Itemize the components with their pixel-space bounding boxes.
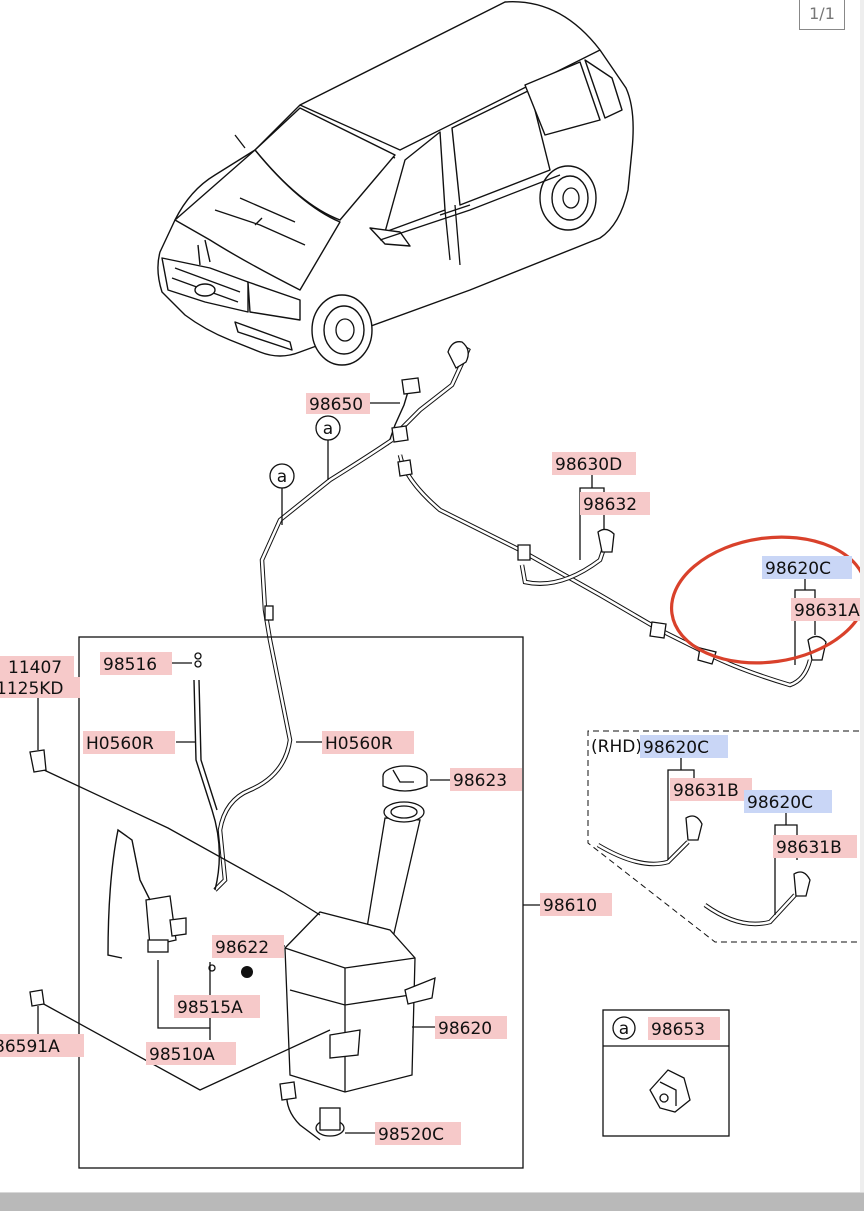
callout-a-1[interactable]: a [315, 415, 341, 441]
part-label-98610[interactable]: 98610 [540, 893, 612, 916]
reservoir-assembly [29, 652, 436, 1141]
svg-text:98620C: 98620C [643, 738, 709, 758]
rhd-label: (RHD) [591, 737, 642, 757]
svg-text:98631B: 98631B [673, 781, 739, 801]
part-label-h0560R-left[interactable]: H0560R [83, 731, 175, 754]
part-label-98631B-rhd-1[interactable]: 98631B [670, 778, 752, 801]
svg-text:98515A: 98515A [177, 998, 243, 1018]
page-indicator-text: 1/1 [809, 4, 835, 23]
part-label-98631B-rhd-2[interactable]: 98631B [773, 835, 857, 858]
part-label-98510A[interactable]: 98510A [146, 1042, 236, 1065]
svg-text:98650: 98650 [309, 395, 363, 415]
part-label-11407[interactable]: 11407 1125KD [0, 656, 80, 699]
part-label-98632[interactable]: 98632 [580, 492, 650, 515]
svg-text:1125KD: 1125KD [0, 679, 64, 699]
svg-text:98620C: 98620C [765, 559, 831, 579]
highlight-circle [669, 535, 864, 665]
page-indicator: 1/1 [799, 0, 845, 30]
part-label-98650[interactable]: 98650 [306, 393, 370, 415]
svg-text:98620C: 98620C [747, 793, 813, 813]
svg-text:98516: 98516 [103, 655, 157, 675]
detail-a-box [602, 1009, 730, 1137]
svg-text:98622: 98622 [215, 938, 269, 958]
reservoir-group-frame [78, 636, 524, 1169]
svg-text:98631A: 98631A [794, 601, 860, 621]
part-label-98520C[interactable]: 98520C [375, 1122, 461, 1145]
horizontal-scrollbar[interactable] [0, 1192, 864, 1211]
part-label-98630D[interactable]: 98630D [552, 452, 636, 475]
part-label-98620C-rhd-1[interactable]: 98620C [640, 735, 728, 758]
part-label-98516[interactable]: 98516 [100, 652, 172, 675]
svg-text:98610: 98610 [543, 896, 597, 916]
part-label-98515A[interactable]: 98515A [174, 995, 260, 1018]
svg-text:98631B: 98631B [776, 838, 842, 858]
svg-text:98520C: 98520C [378, 1125, 444, 1145]
callout-a-box: a [612, 1016, 636, 1040]
svg-text:H0560R: H0560R [325, 734, 393, 754]
svg-text:98653: 98653 [651, 1020, 705, 1040]
part-label-86591A[interactable]: 86591A [0, 1034, 84, 1057]
callout-a-2[interactable]: a [269, 463, 295, 489]
rhd-variant-group [587, 730, 859, 943]
svg-text:a: a [619, 1019, 629, 1039]
svg-text:98632: 98632 [583, 495, 637, 515]
svg-text:86591A: 86591A [0, 1037, 60, 1057]
svg-text:a: a [323, 419, 333, 439]
part-label-98620C-rhd-2[interactable]: 98620C [744, 790, 832, 813]
part-label-h0560R-right[interactable]: H0560R [322, 731, 414, 754]
svg-text:98620: 98620 [438, 1019, 492, 1039]
svg-text:98510A: 98510A [149, 1045, 215, 1065]
part-label-98631A[interactable]: 98631A [791, 598, 860, 621]
part-label-98622[interactable]: 98622 [212, 935, 284, 958]
part-label-98620C-top[interactable]: 98620C [762, 556, 852, 579]
part-label-98623[interactable]: 98623 [450, 768, 522, 791]
svg-text:98623: 98623 [453, 771, 507, 791]
part-label-98620[interactable]: 98620 [435, 1016, 507, 1039]
svg-text:(RHD): (RHD) [591, 737, 642, 757]
svg-text:11407: 11407 [8, 658, 62, 678]
part-label-98653[interactable]: 98653 [648, 1017, 720, 1040]
svg-text:a: a [277, 467, 287, 487]
svg-text:H0560R: H0560R [86, 734, 154, 754]
washer-hose-routing [213, 341, 827, 892]
svg-text:98630D: 98630D [555, 455, 622, 475]
vertical-scrollbar-track[interactable] [860, 0, 864, 1192]
minivan-illustration [157, 1, 634, 366]
